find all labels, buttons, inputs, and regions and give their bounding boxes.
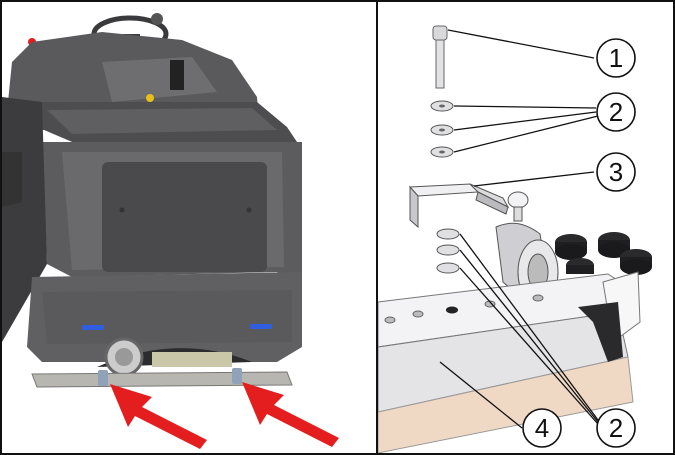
blue-light-right [250, 324, 272, 329]
callout-3: 3 [596, 152, 636, 192]
leader-lines [439, 29, 599, 429]
red-arrow-right [242, 382, 339, 447]
red-arrow-left [110, 384, 207, 449]
callout-1: 1 [596, 38, 636, 78]
parts-diagram-panel: 1 2 3 4 2 [376, 0, 675, 455]
parts-diagram: 1 2 3 4 2 [378, 25, 652, 453]
callout-3-label: 3 [609, 157, 623, 187]
callout-2-top: 2 [596, 92, 636, 132]
screw-part [432, 25, 448, 89]
callout-2-top-label: 2 [609, 97, 623, 127]
bumper-bolts [98, 368, 242, 386]
bracket-part [408, 183, 510, 229]
rubber-stoppers [555, 232, 652, 275]
machine-illustration [2, 13, 339, 449]
callout-4-label: 4 [535, 413, 549, 443]
front-panel [102, 162, 267, 272]
washers-top [430, 100, 454, 158]
washers-bottom [436, 228, 460, 274]
blue-light-left [82, 325, 104, 330]
beacon-light [170, 60, 184, 90]
machine-illustration-panel [0, 0, 378, 455]
front-bumper [31, 371, 293, 388]
callout-4: 4 [522, 408, 562, 448]
callout-2-bottom: 2 [596, 408, 636, 448]
callout-2-bottom-label: 2 [609, 413, 623, 443]
callout-1-label: 1 [609, 43, 623, 73]
